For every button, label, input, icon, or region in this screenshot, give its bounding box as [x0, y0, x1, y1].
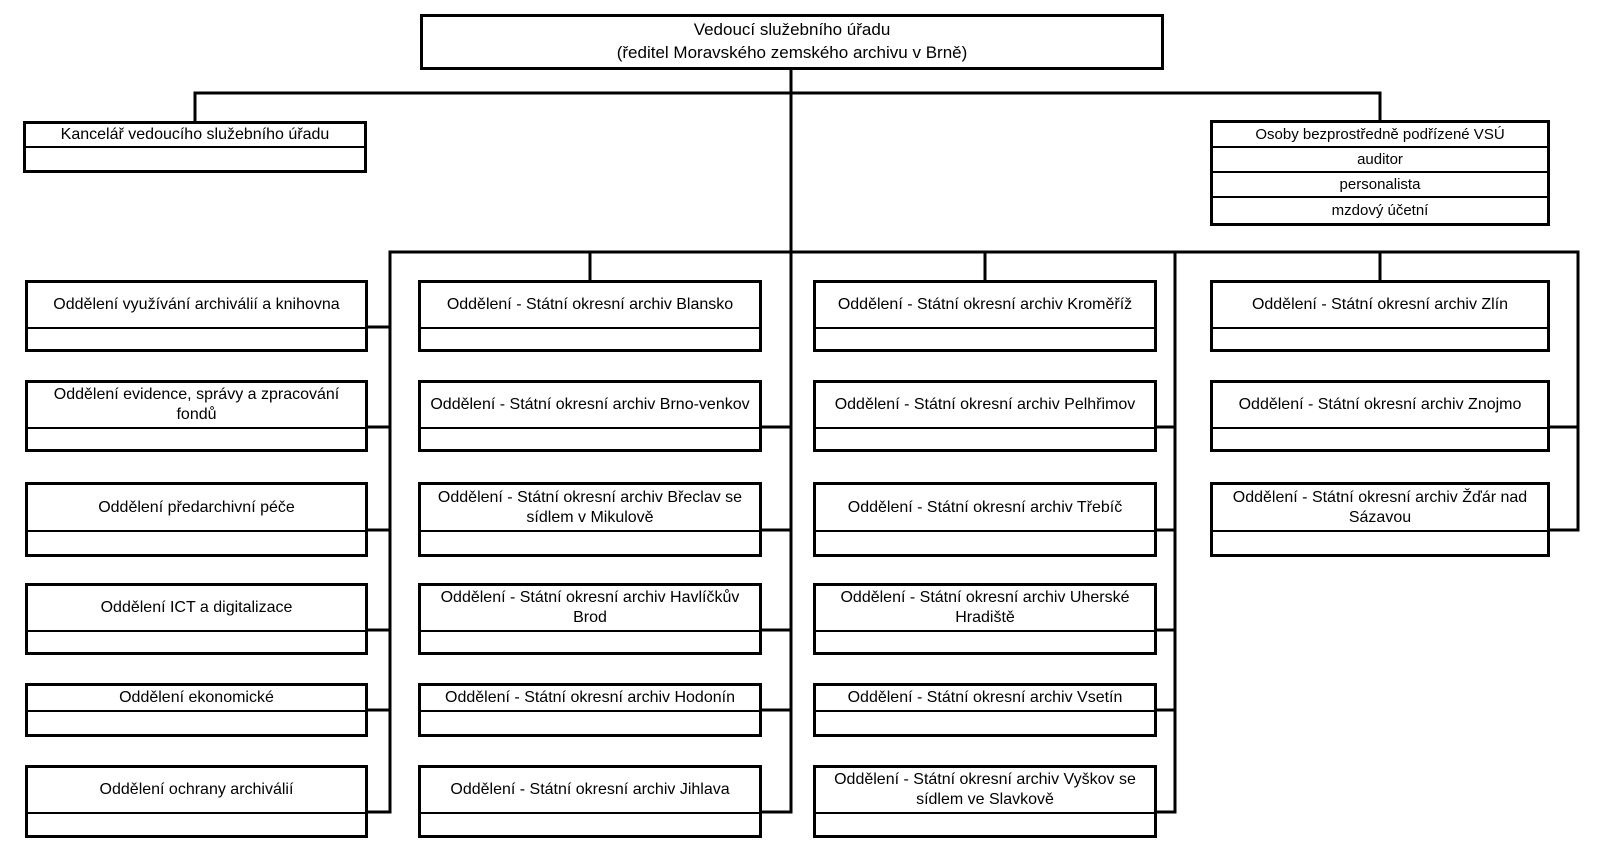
root-title-line1: Vedoucí služebního úřadu	[693, 20, 891, 40]
org-box-oddeleni-predarchivni: Oddělení předarchivní péče	[25, 482, 368, 557]
box-empty-cell	[28, 329, 365, 349]
org-box-kancelar: Kancelář vedoucího služebního úřadu	[23, 121, 367, 173]
box-empty-cell	[28, 532, 365, 554]
org-box-oddeleni-vyuzivani: Oddělení využívání archiválií a knihovna	[25, 280, 368, 352]
osoby-member: mzdový účetní	[1331, 202, 1429, 219]
box-empty-cell	[1213, 532, 1547, 554]
box-empty-cell	[1213, 329, 1547, 349]
box-title: Oddělení - Státní okresní archiv Znojmo	[1213, 383, 1547, 429]
box-empty-cell	[816, 429, 1154, 449]
box-title: Oddělení - Státní okresní archiv Žďár na…	[1213, 485, 1547, 532]
box-title: Oddělení - Státní okresní archiv Blansko	[421, 283, 759, 329]
org-box-soka-breclav: Oddělení - Státní okresní archiv Břeclav…	[418, 482, 762, 557]
org-box-soka-trebic: Oddělení - Státní okresní archiv Třebíč	[813, 482, 1157, 557]
box-title: Oddělení využívání archiválií a knihovna	[28, 283, 365, 329]
org-box-soka-vyskov: Oddělení - Státní okresní archiv Vyškov …	[813, 765, 1157, 838]
box-empty-cell	[1213, 429, 1547, 449]
org-box-oddeleni-evidence: Oddělení evidence, správy a zpracování f…	[25, 380, 368, 452]
box-title: Oddělení ICT a digitalizace	[28, 586, 365, 632]
box-title: Oddělení - Státní okresní archiv Uherské…	[816, 586, 1154, 632]
org-box-oddeleni-ekonomicke: Oddělení ekonomické	[25, 683, 368, 737]
box-title: Oddělení - Státní okresní archiv Vyškov …	[816, 768, 1154, 814]
box-empty-cell	[816, 329, 1154, 349]
box-title: Oddělení - Státní okresní archiv Brno-ve…	[421, 383, 759, 429]
org-box-osoby: Osoby bezprostředně podřízené VSÚ audito…	[1210, 120, 1550, 226]
org-box-soka-zlin: Oddělení - Státní okresní archiv Zlín	[1210, 280, 1550, 352]
org-box-oddeleni-ict: Oddělení ICT a digitalizace	[25, 583, 368, 655]
kancelar-empty-cell	[26, 148, 364, 170]
box-title: Oddělení - Státní okresní archiv Pelhřim…	[816, 383, 1154, 429]
box-empty-cell	[816, 712, 1154, 734]
org-box-soka-pelhrimov: Oddělení - Státní okresní archiv Pelhřim…	[813, 380, 1157, 452]
box-title: Oddělení - Státní okresní archiv Jihlava	[421, 768, 759, 814]
osoby-title: Osoby bezprostředně podřízené VSÚ	[1213, 123, 1547, 148]
root-title-line2: (ředitel Moravského zemského archivu v B…	[616, 43, 968, 62]
box-empty-cell	[421, 712, 759, 734]
osoby-member: personalista	[1213, 173, 1547, 198]
org-box-soka-hodonin: Oddělení - Státní okresní archiv Hodonín	[418, 683, 762, 737]
box-title: Oddělení - Státní okresní archiv Vsetín	[816, 686, 1154, 712]
box-empty-cell	[816, 814, 1154, 835]
box-title: Oddělení - Státní okresní archiv Hodonín	[421, 686, 759, 712]
box-title: Oddělení - Státní okresní archiv Havlíčk…	[421, 586, 759, 632]
org-box-oddeleni-ochrany: Oddělení ochrany archiválií	[25, 765, 368, 838]
org-box-soka-jihlava: Oddělení - Státní okresní archiv Jihlava	[418, 765, 762, 838]
box-title: Oddělení - Státní okresní archiv Třebíč	[816, 485, 1154, 532]
org-box-soka-zdar: Oddělení - Státní okresní archiv Žďár na…	[1210, 482, 1550, 557]
box-title: Oddělení evidence, správy a zpracování f…	[28, 383, 365, 429]
kancelar-title: Kancelář vedoucího služebního úřadu	[26, 124, 364, 148]
box-empty-cell	[28, 712, 365, 734]
box-empty-cell	[421, 632, 759, 652]
box-empty-cell	[28, 814, 365, 835]
org-box-soka-znojmo: Oddělení - Státní okresní archiv Znojmo	[1210, 380, 1550, 452]
box-empty-cell	[816, 632, 1154, 652]
org-box-soka-kromeriz: Oddělení - Státní okresní archiv Kroměří…	[813, 280, 1157, 352]
box-title: Oddělení - Státní okresní archiv Kroměří…	[816, 283, 1154, 329]
osoby-member: auditor	[1213, 148, 1547, 173]
box-title: Oddělení předarchivní péče	[28, 485, 365, 532]
box-empty-cell	[28, 429, 365, 449]
box-title: Oddělení ekonomické	[28, 686, 365, 712]
org-box-root: Vedoucí služebního úřadu (ředitel Moravs…	[420, 14, 1164, 70]
box-empty-cell	[28, 632, 365, 652]
box-empty-cell	[421, 814, 759, 835]
org-box-soka-brno-venkov: Oddělení - Státní okresní archiv Brno-ve…	[418, 380, 762, 452]
box-empty-cell	[421, 329, 759, 349]
box-empty-cell	[421, 532, 759, 554]
org-box-soka-blansko: Oddělení - Státní okresní archiv Blansko	[418, 280, 762, 352]
org-box-soka-vsetin: Oddělení - Státní okresní archiv Vsetín	[813, 683, 1157, 737]
box-title: Oddělení - Státní okresní archiv Břeclav…	[421, 485, 759, 532]
org-box-soka-havlickuv-brod: Oddělení - Státní okresní archiv Havlíčk…	[418, 583, 762, 655]
box-empty-cell	[421, 429, 759, 449]
org-box-soka-uherske-hradiste: Oddělení - Státní okresní archiv Uherské…	[813, 583, 1157, 655]
box-title: Oddělení ochrany archiválií	[28, 768, 365, 814]
box-empty-cell	[816, 532, 1154, 554]
box-title: Oddělení - Státní okresní archiv Zlín	[1213, 283, 1547, 329]
